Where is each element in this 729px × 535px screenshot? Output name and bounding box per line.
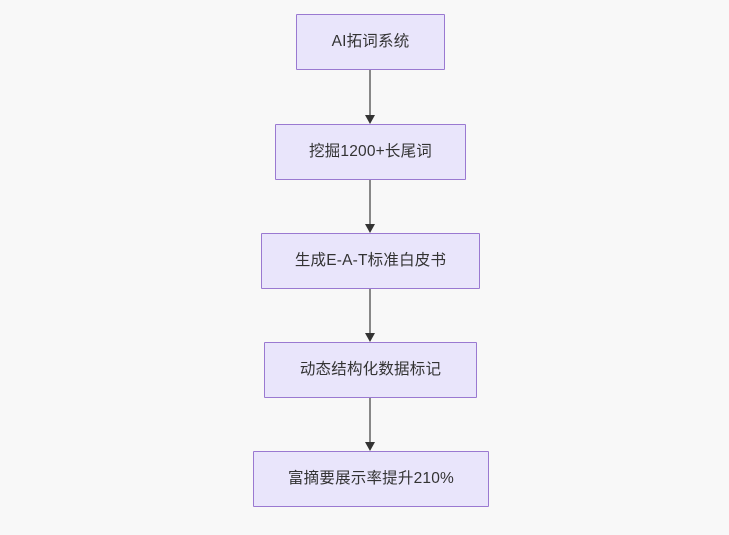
flow-node-label: AI拓词系统 xyxy=(331,33,410,51)
arrowhead-icon xyxy=(365,333,375,342)
flow-node-dynamic-structured-data[interactable]: 动态结构化数据标记 xyxy=(264,342,477,398)
edge-line xyxy=(369,289,371,334)
flow-node-label: 生成E-A-T标准白皮书 xyxy=(294,252,447,270)
flow-node-ai-keyword-system[interactable]: AI拓词系统 xyxy=(296,14,445,70)
arrowhead-icon xyxy=(365,115,375,124)
flow-node-label: 富摘要展示率提升210% xyxy=(287,470,455,488)
edge-line xyxy=(369,180,371,225)
flow-node-label: 挖掘1200+长尾词 xyxy=(308,143,433,161)
flow-node-generate-eat-whitepaper[interactable]: 生成E-A-T标准白皮书 xyxy=(261,233,480,289)
edge-line xyxy=(369,398,371,443)
flow-node-mine-longtail-keywords[interactable]: 挖掘1200+长尾词 xyxy=(275,124,466,180)
flow-node-rich-snippet-uplift[interactable]: 富摘要展示率提升210% xyxy=(253,451,489,507)
arrowhead-icon xyxy=(365,442,375,451)
flow-node-label: 动态结构化数据标记 xyxy=(299,361,442,379)
arrowhead-icon xyxy=(365,224,375,233)
edge-line xyxy=(369,70,371,116)
